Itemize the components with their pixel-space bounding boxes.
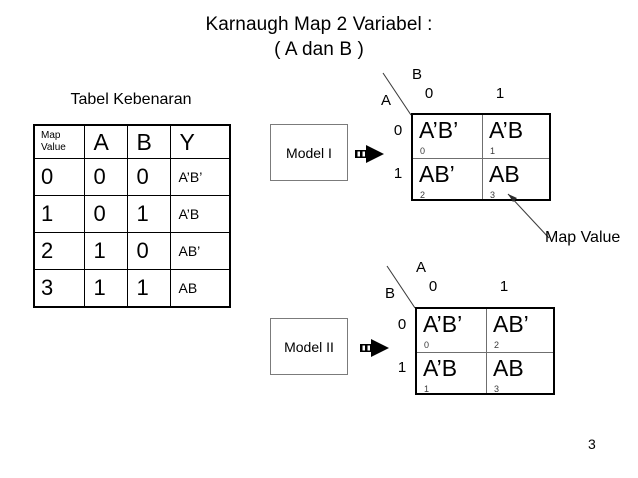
row-3-b: 1 <box>126 269 171 308</box>
kmap-2-row-label-1: 1 <box>397 359 407 376</box>
kmap-2-col-label-1: 1 <box>499 278 509 295</box>
row-2-a: 1 <box>83 232 128 270</box>
map-value-line-1: Map <box>41 130 61 141</box>
model-1-box: Model I <box>270 124 348 181</box>
row-3-y: AB <box>169 269 231 308</box>
row-2-b: 0 <box>126 232 171 270</box>
kmap-2-cell-2-index: 1 <box>424 384 430 394</box>
kmap-2-cell-3-term: AB <box>493 355 524 381</box>
kmap-1-divider-horizontal <box>413 158 549 159</box>
row-1-map-value: 1 <box>33 195 85 233</box>
table-header-row: Map Value A B Y <box>33 124 231 159</box>
table-row: 0 0 0 A’B’ <box>33 158 231 196</box>
truth-table: Map Value A B Y 0 0 0 A’B’ 1 0 1 A’B <box>33 124 231 308</box>
column-header-y: Y <box>169 124 231 159</box>
table-row: 1 0 1 A’B <box>33 195 231 233</box>
table-row: 3 1 1 AB <box>33 269 231 308</box>
kmap-1-cell-1-term: A’B <box>489 117 524 143</box>
kmap-2-top-variable: A <box>415 259 426 276</box>
page-number: 3 <box>588 436 596 452</box>
kmap-1-col-label-1: 1 <box>495 85 505 102</box>
kmap-2-grid: A’B’ 0 AB’ 2 A’B 1 AB 3 <box>415 307 555 395</box>
map-value-line-2: Value <box>41 142 66 153</box>
row-2-y: AB’ <box>169 232 231 270</box>
kmap-2-cell-3-index: 3 <box>494 384 500 394</box>
title-line-1: Karnaugh Map 2 Variabel : <box>205 14 433 35</box>
kmap-1-col-label-0: 0 <box>424 85 434 102</box>
arrow-right-icon <box>355 145 384 163</box>
kmap-1-cell-2: AB’ 2 <box>413 159 482 202</box>
row-1-b: 1 <box>126 195 171 233</box>
kmap-1-cell-3-index: 3 <box>490 190 496 200</box>
kmap-1-divider-vertical <box>482 115 483 199</box>
kmap-1-cell-3-term: AB <box>489 161 520 187</box>
column-header-b: B <box>126 124 171 159</box>
column-header-a: A <box>83 124 128 159</box>
column-header-map-value: Map Value <box>33 124 85 159</box>
kmap-1-row-label-0: 0 <box>393 122 403 139</box>
title-line-2: ( A dan B ) <box>274 39 364 60</box>
kmap-1-corner-diagonal-icon <box>382 72 412 116</box>
kmap-2-cell-2: A’B 1 <box>417 353 486 396</box>
kmap-1-row-label-1: 1 <box>393 165 403 182</box>
kmap-1-grid: A’B’ 0 A’B 1 AB’ 2 AB 3 <box>411 113 551 201</box>
kmap-2-divider-horizontal <box>417 352 553 353</box>
table-row: 2 1 0 AB’ <box>33 232 231 270</box>
kmap-2-cell-0-term: A’B’ <box>423 311 463 337</box>
row-1-y: A’B <box>169 195 231 233</box>
kmap-2-left-variable: B <box>384 285 395 302</box>
row-2-map-value: 2 <box>33 232 85 270</box>
row-0-b: 0 <box>126 158 171 196</box>
kmap-2-cell-1-index: 2 <box>494 340 500 350</box>
row-0-y: A’B’ <box>169 158 231 196</box>
row-3-a: 1 <box>83 269 128 308</box>
kmap-1-cell-2-term: AB’ <box>419 161 455 187</box>
kmap-2-cell-2-term: A’B <box>423 355 458 381</box>
kmap-2-cell-0: A’B’ 0 <box>417 309 486 352</box>
row-0-map-value: 0 <box>33 158 85 196</box>
map-value-callout-label: Map Value <box>545 229 621 246</box>
kmap-2-cell-1-term: AB’ <box>493 311 529 337</box>
row-1-a: 0 <box>83 195 128 233</box>
row-3-map-value: 3 <box>33 269 85 308</box>
kmap-2-cell-1: AB’ 2 <box>487 309 556 352</box>
kmap-1-top-variable: B <box>411 66 422 83</box>
kmap-1-cell-1-index: 1 <box>490 146 496 156</box>
kmap-2-cell-0-index: 0 <box>424 340 430 350</box>
kmap-1-cell-2-index: 2 <box>420 190 426 200</box>
kmap-2-divider-vertical <box>486 309 487 393</box>
kmap-2-corner-diagonal-icon <box>386 265 416 309</box>
map-value-leader-line <box>507 193 550 239</box>
kmap-1-left-variable: A <box>380 92 391 109</box>
page-title: Karnaugh Map 2 Variabel : ( A dan B ) <box>0 12 638 62</box>
kmap-1-cell-1: A’B 1 <box>483 115 552 158</box>
model-2-box: Model II <box>270 318 348 375</box>
kmap-1-cell-0-index: 0 <box>420 146 426 156</box>
kmap-2-row-label-0: 0 <box>397 316 407 333</box>
model-1-label: Model I <box>286 144 332 161</box>
arrow-right-icon <box>360 339 389 357</box>
kmap-1-cell-3: AB 3 <box>483 159 552 202</box>
model-2-label: Model II <box>284 338 334 355</box>
truth-table-heading: Tabel Kebenaran <box>70 91 192 108</box>
row-0-a: 0 <box>83 158 128 196</box>
kmap-2-cell-3: AB 3 <box>487 353 556 396</box>
kmap-1-cell-0-term: A’B’ <box>419 117 459 143</box>
kmap-1-cell-0: A’B’ 0 <box>413 115 482 158</box>
kmap-2-col-label-0: 0 <box>428 278 438 295</box>
